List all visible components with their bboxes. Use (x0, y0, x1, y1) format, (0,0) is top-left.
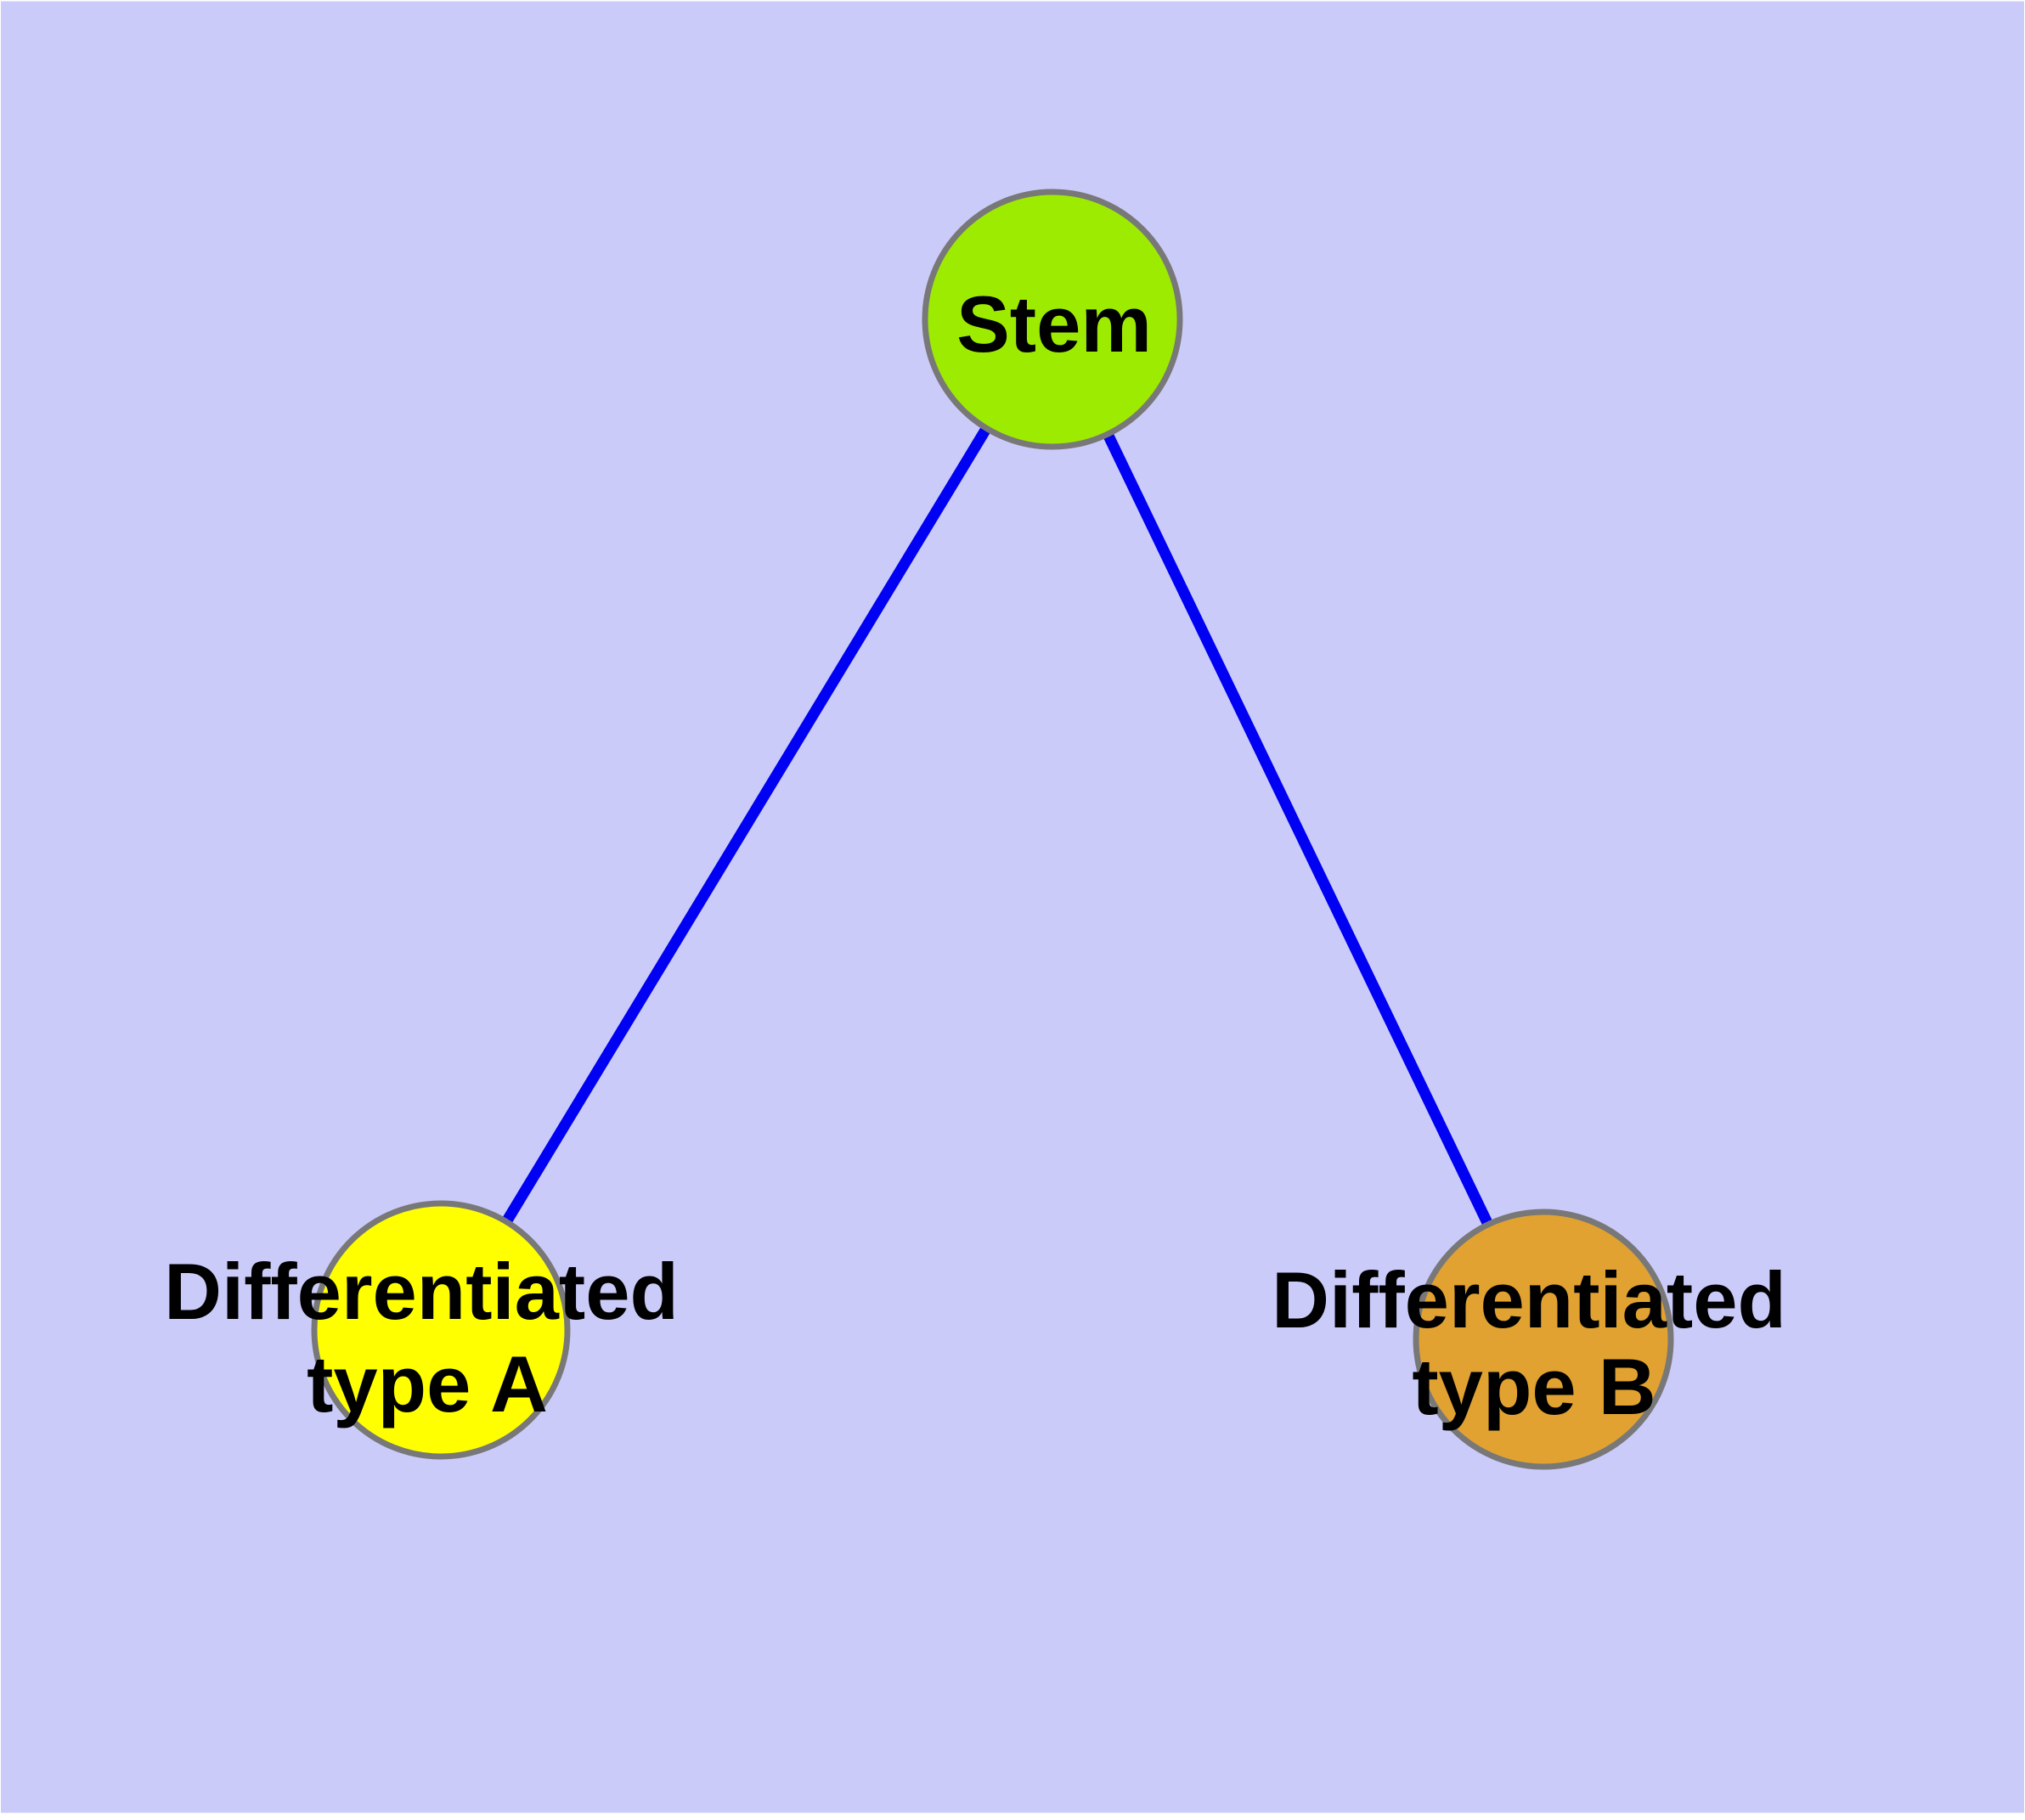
svg-text:type A: type A (307, 1339, 548, 1428)
svg-text:type B: type B (1412, 1342, 1656, 1431)
svg-text:Stem: Stem (956, 279, 1152, 369)
svg-text:Differentiated: Differentiated (1272, 1255, 1786, 1344)
svg-text:Differentiated: Differentiated (164, 1247, 679, 1336)
